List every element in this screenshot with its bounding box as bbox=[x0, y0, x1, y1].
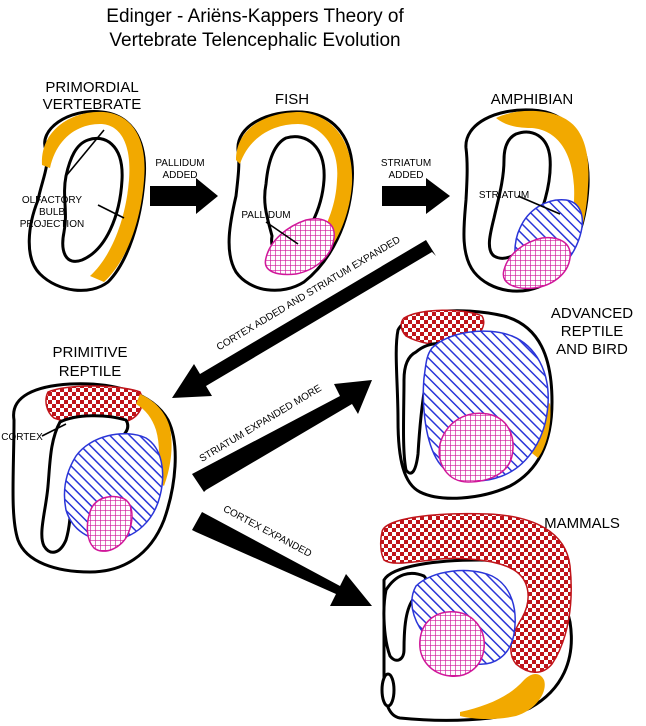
advanced-reptile-brain bbox=[394, 309, 554, 500]
callout-striatum: STRIATUM bbox=[479, 190, 529, 201]
primordial-pallium bbox=[41, 111, 145, 282]
arrow-primordial-to-fish bbox=[150, 178, 218, 214]
primitive-reptile-brain bbox=[11, 382, 177, 574]
amphibian-pallium bbox=[496, 110, 589, 250]
label-advanced-reptile-line2: REPTILE bbox=[561, 323, 624, 340]
label-fish: FISH bbox=[275, 91, 309, 108]
fish-brain bbox=[227, 110, 354, 292]
mammal-pallium bbox=[460, 674, 545, 719]
callout-cortex: CORTEX bbox=[1, 432, 43, 443]
advanced-reptile-pallidum bbox=[438, 412, 514, 483]
label-mammals: MAMMALS bbox=[544, 515, 620, 532]
transition-pallidum-added-line2: ADDED bbox=[162, 170, 197, 181]
label-amphibian: AMPHIBIAN bbox=[491, 91, 574, 108]
mammal-olfactory-stub bbox=[380, 672, 396, 708]
striatum-leader bbox=[517, 195, 561, 215]
callout-olfactory-line3: PROJECTION bbox=[20, 219, 84, 230]
label-advanced-reptile-line1: ADVANCED bbox=[551, 305, 633, 322]
label-advanced-reptile-line3: AND BIRD bbox=[556, 341, 628, 358]
label-primordial-line2: VERTEBRATE bbox=[43, 96, 142, 113]
transition-striatum-added-line1: STRIATUM bbox=[381, 158, 431, 169]
diagram-title-line2: Vertebrate Telencephalic Evolution bbox=[109, 30, 400, 51]
amphibian-brain bbox=[462, 108, 590, 293]
arrow-reptile-to-advanced-reptile bbox=[192, 380, 372, 492]
label-primordial-line1: PRIMORDIAL bbox=[45, 79, 138, 96]
callout-pallidum: PALLIDUM bbox=[241, 210, 290, 221]
primordial-vertebrate-brain bbox=[27, 110, 147, 292]
label-primitive-reptile-line1: PRIMITIVE bbox=[52, 344, 127, 361]
primitive-reptile-pallium bbox=[136, 394, 172, 486]
callout-olfactory-line1: OLFACTORY bbox=[22, 195, 83, 206]
mammal-cortex bbox=[379, 512, 572, 673]
olfactory-leader-lower bbox=[97, 204, 125, 219]
callout-olfactory-line2: BULB bbox=[39, 207, 65, 218]
mammal-brain bbox=[379, 512, 573, 722]
arrow-reptile-to-mammals bbox=[192, 512, 372, 606]
label-primitive-reptile-line2: REPTILE bbox=[59, 363, 122, 380]
pallidum-leader bbox=[265, 221, 299, 245]
amphibian-pallidum bbox=[502, 236, 571, 290]
olfactory-leader-upper bbox=[65, 129, 105, 177]
transition-pallidum-added-line1: PALLIDUM bbox=[155, 158, 204, 169]
transition-striatum-added-line2: ADDED bbox=[388, 170, 423, 181]
mammal-pallidum bbox=[419, 611, 485, 677]
arrow-fish-to-amphibian bbox=[382, 178, 450, 214]
fish-pallidum bbox=[264, 218, 335, 276]
diagram-title-line1: Edinger - Ariëns-Kappers Theory of bbox=[106, 6, 404, 27]
arrow-amphibian-to-primitive-reptile bbox=[172, 240, 436, 398]
cortex-leader bbox=[41, 423, 67, 437]
primitive-reptile-pallidum bbox=[86, 495, 133, 552]
